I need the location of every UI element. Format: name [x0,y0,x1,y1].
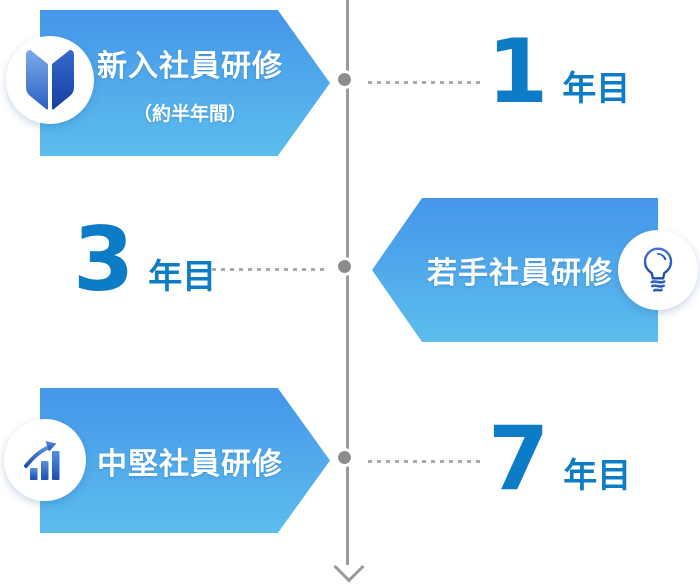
timeline-axis-line [346,0,349,565]
year-number: 3 [73,208,134,311]
dashed-connector-year-7 [368,460,482,463]
banner-title: 新入社員研修 [97,48,283,84]
banner-young-employee-training: 若手社員研修 [372,198,698,342]
timeline-arrow-down-icon [333,551,365,583]
year-suffix: 年目 [148,257,217,298]
year-number: 7 [488,407,549,510]
banner-title: 若手社員研修 [427,256,613,291]
bar-chart-icon [4,419,86,501]
year-label-3: 3 年目 [73,208,217,311]
banner-mid-level-employee-training: 中堅社員研修 [4,388,330,533]
banner-subtitle: （約半年間） [132,102,247,125]
banner-new-employee-training: 新入社員研修 （約半年間） [6,10,330,156]
dashed-connector-year-1 [368,81,482,84]
banner-arrow-shape [40,388,330,533]
year-suffix: 年目 [563,456,632,497]
banner-arrow-shape [372,198,658,342]
timeline-dot-year-7 [335,448,354,467]
timeline-dot-year-1 [335,70,354,89]
year-suffix: 年目 [562,69,631,110]
beginner-mark-icon [6,36,94,124]
banner-label: 新入社員研修 （約半年間） [97,10,283,156]
dashed-connector-year-3 [212,268,328,271]
timeline-dot-year-3 [335,257,354,276]
banner-label: 中堅社員研修 [97,388,283,533]
banner-label: 若手社員研修 [427,198,613,342]
year-number: 1 [487,20,548,123]
banner-title: 中堅社員研修 [97,446,283,482]
lightbulb-icon [618,230,698,310]
year-label-1: 1 年目 [487,20,631,123]
year-label-7: 7 年目 [488,407,632,510]
